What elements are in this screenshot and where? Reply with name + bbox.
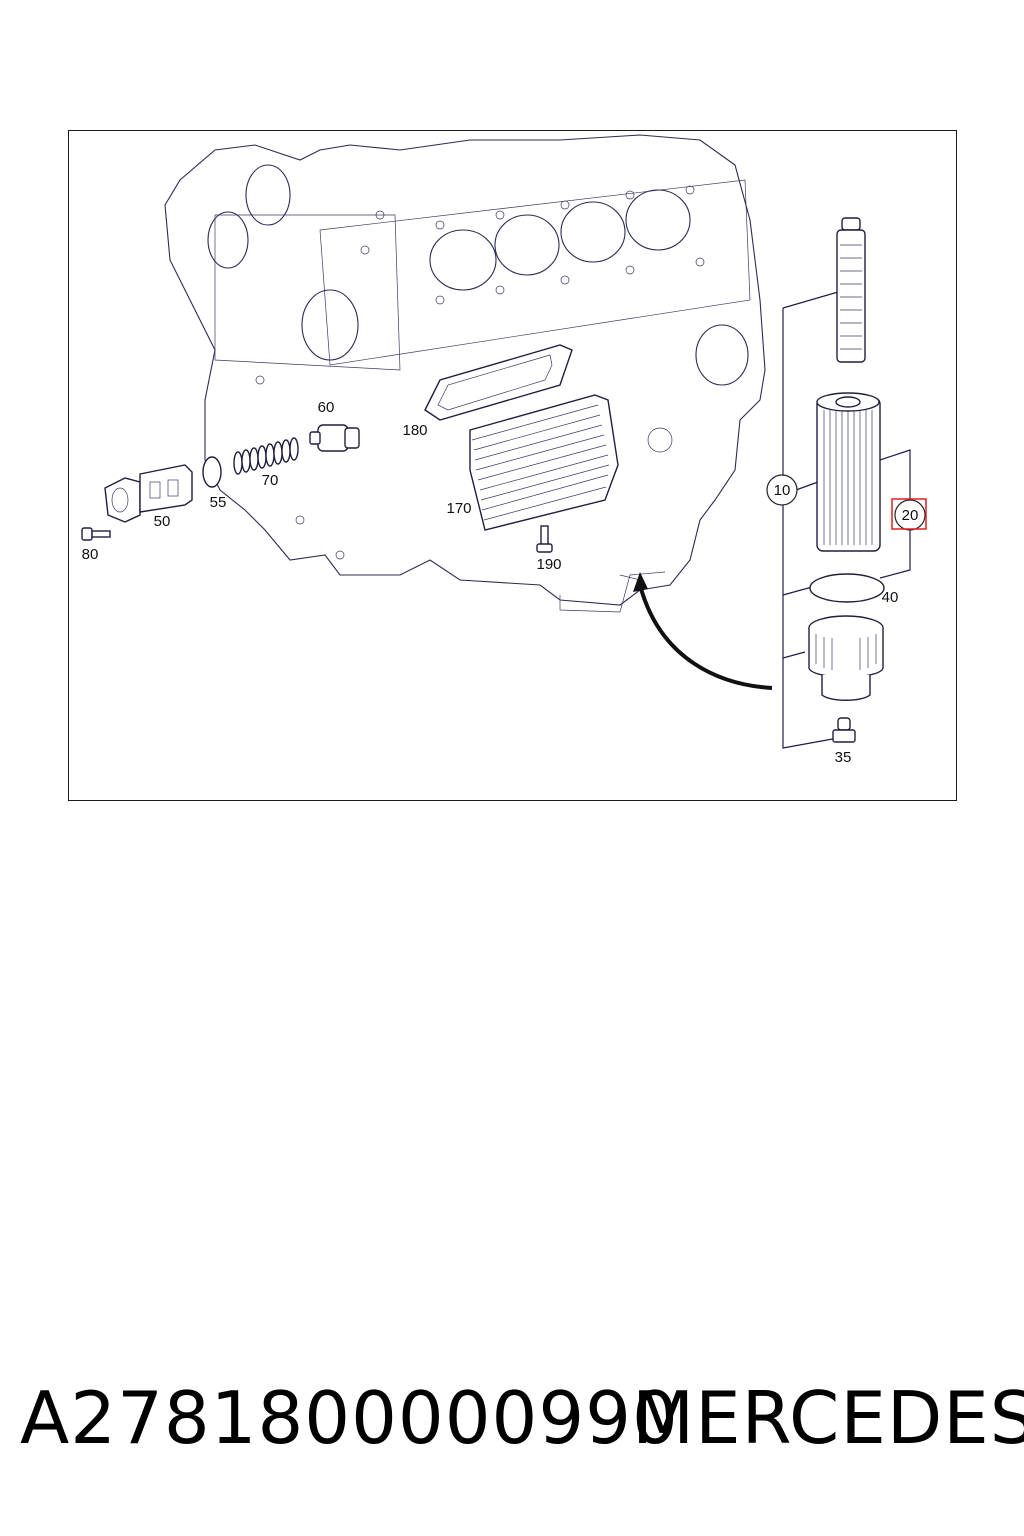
part-80-bolt [81, 527, 111, 541]
callout-60[interactable]: 60 [318, 399, 335, 416]
part-35-drain-plug [832, 717, 856, 743]
part-filter-insert [836, 217, 866, 363]
callout-40[interactable]: 40 [882, 589, 899, 606]
callout-170[interactable]: 170 [446, 500, 471, 517]
callout-20-highlight [891, 498, 927, 530]
part-number: A2781800000990 [20, 1376, 679, 1460]
svg-text:20: 20 [902, 507, 919, 524]
part-10-filter-element [816, 392, 881, 552]
part-40-o-ring [809, 573, 885, 603]
callout-190[interactable]: 190 [536, 556, 561, 573]
callout-180[interactable]: 180 [402, 422, 427, 439]
callout-20[interactable]: 20 [891, 498, 927, 531]
part-caption: A2781800000990 MERCEDES [0, 1376, 1024, 1476]
part-50-housing [104, 464, 193, 523]
part-60-valve [309, 424, 360, 452]
arrow-head [633, 572, 648, 592]
part-70-spring [233, 437, 299, 475]
block-bolt-holes [255, 185, 705, 560]
part-190-bolt [536, 525, 553, 553]
engine-block [164, 134, 766, 613]
part-170-oil-cooler [469, 394, 619, 531]
part-55-o-ring [202, 456, 222, 488]
brand-name: MERCEDES [632, 1376, 1024, 1460]
callout-80[interactable]: 80 [82, 546, 99, 563]
callout-55[interactable]: 55 [210, 494, 227, 511]
callout-50[interactable]: 50 [154, 513, 171, 530]
part-filter-cap [808, 615, 884, 701]
part-180-gasket [424, 344, 573, 421]
svg-text:10: 10 [774, 482, 791, 499]
callout-10[interactable]: 10 [766, 474, 798, 506]
callout-35[interactable]: 35 [835, 749, 852, 766]
callout-70[interactable]: 70 [262, 472, 279, 489]
direction-arrow [638, 584, 773, 690]
